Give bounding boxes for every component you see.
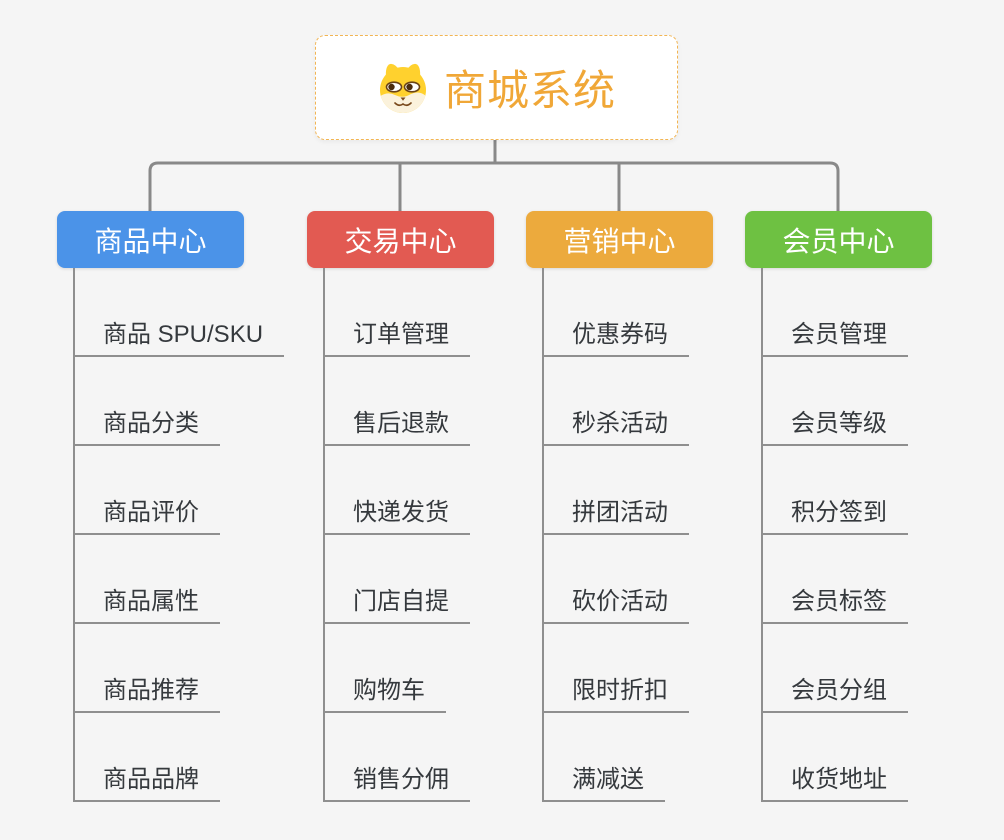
branch-header-trade-center[interactable]: 交易中心: [307, 211, 494, 268]
leaf-member-management[interactable]: 会员管理: [761, 322, 908, 357]
leaf-product-brand[interactable]: 商品品牌: [73, 767, 220, 802]
leaf-shipping-address[interactable]: 收货地址: [761, 767, 908, 802]
branch-header-product-center[interactable]: 商品中心: [57, 211, 244, 268]
leaf-bargain-activity[interactable]: 砍价活动: [542, 589, 689, 624]
branch-header-marketing-center[interactable]: 营销中心: [526, 211, 713, 268]
branch-spine-line: [73, 268, 75, 802]
leaf-member-group[interactable]: 会员分组: [761, 678, 908, 713]
leaf-aftersale-refund[interactable]: 售后退款: [323, 411, 470, 446]
leaf-full-reduction[interactable]: 满减送: [542, 767, 665, 802]
dog-face-icon: [379, 63, 426, 113]
leaf-group-buy[interactable]: 拼团活动: [542, 500, 689, 535]
branch-spine-line: [542, 268, 544, 802]
branch-bus-line: [148, 161, 840, 211]
branch-spine-line: [761, 268, 763, 802]
leaf-product-attribute[interactable]: 商品属性: [73, 589, 220, 624]
root-node[interactable]: 商城系统: [315, 35, 678, 140]
leaf-member-tag[interactable]: 会员标签: [761, 589, 908, 624]
leaf-shopping-cart[interactable]: 购物车: [323, 678, 446, 713]
leaf-product-review[interactable]: 商品评价: [73, 500, 220, 535]
branch-spine-line: [323, 268, 325, 802]
leaf-product-category[interactable]: 商品分类: [73, 411, 220, 446]
leaf-flash-sale[interactable]: 秒杀活动: [542, 411, 689, 446]
leaf-coupon-code[interactable]: 优惠券码: [542, 322, 689, 357]
leaf-product-spu-sku[interactable]: 商品 SPU/SKU: [73, 322, 285, 357]
leaf-member-level[interactable]: 会员等级: [761, 411, 908, 446]
leaf-express-delivery[interactable]: 快递发货: [323, 500, 470, 535]
root-title: 商城系统: [443, 67, 616, 114]
leaf-sales-commission[interactable]: 销售分佣: [323, 767, 470, 802]
branch-header-member-center[interactable]: 会员中心: [745, 211, 932, 268]
leaf-order-management[interactable]: 订单管理: [323, 322, 470, 357]
leaf-product-recommend[interactable]: 商品推荐: [73, 678, 220, 713]
leaf-limited-time-discount[interactable]: 限时折扣: [542, 678, 689, 713]
leaf-points-checkin[interactable]: 积分签到: [761, 500, 908, 535]
leaf-store-pickup[interactable]: 门店自提: [323, 589, 470, 624]
